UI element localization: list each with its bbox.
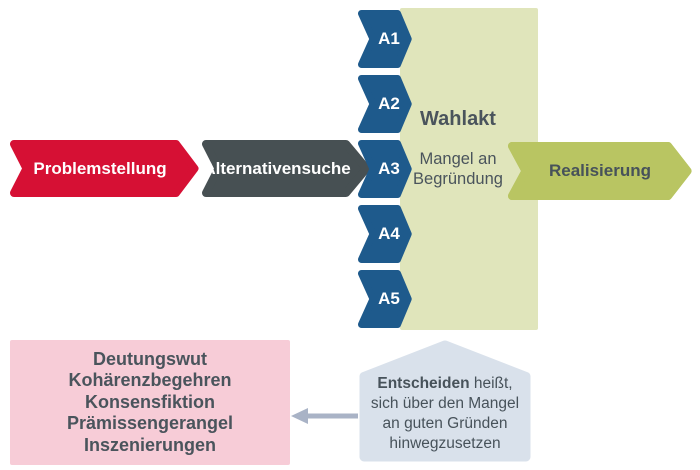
alternative-a1-label: A1 [378, 29, 400, 48]
left-arrowhead-icon [291, 408, 308, 424]
alternative-a2-label: A2 [378, 94, 400, 113]
pathology-item: Deutungswut [93, 348, 207, 369]
chevron-a5-shape [358, 270, 412, 328]
alternative-a5-label: A5 [378, 289, 400, 308]
decision-note-keyword: Entscheiden [377, 375, 470, 392]
decision-note-line1: Entscheiden heißt, [364, 374, 526, 394]
decision-note-lead-rest: heißt, [469, 375, 513, 392]
decision-note-line4: hinwegzusetzen [389, 435, 501, 452]
wahlakt-subtitle: Mangel an Begründung [400, 149, 516, 189]
chevron-a1-shape [358, 10, 412, 68]
pathologies-box [10, 340, 290, 465]
wahlakt-title: Wahlakt [420, 108, 496, 130]
wahlakt-subtitle-line2: Begründung [413, 170, 503, 188]
problemstellung-label: Problemstellung [33, 158, 167, 178]
chevron-a4-shape [358, 205, 412, 263]
chevron-a3-shape [358, 140, 412, 198]
pathology-item: Inszenierungen [83, 434, 217, 455]
alternativensuche-label: Alternativensuche [203, 158, 351, 178]
problemstellung-arrow-shape [10, 140, 199, 197]
alternative-a4-label: A4 [378, 224, 400, 243]
realisierung-arrow-outline [508, 142, 692, 200]
decision-note-text: Entscheiden heißt, sich über den Mangel … [364, 374, 526, 454]
pathology-item: Konsensfiktion [84, 391, 215, 412]
decision-note-callout [359, 340, 531, 462]
pathology-item: Prämissengerangel [66, 413, 234, 434]
decision-note-line2: sich über den Mangel [370, 395, 520, 412]
realisierung-label: Realisierung [548, 161, 652, 180]
pathology-item: Kohärenzbegehren [68, 370, 232, 391]
alternative-a3-label: A3 [378, 159, 400, 178]
pathologies-list: Deutungswut Kohärenzbegehren Konsensfikt… [10, 341, 290, 464]
wahlakt-panel [400, 8, 538, 330]
chevron-a2-shape [358, 75, 412, 133]
decision-note-line3: an guten Gründen [382, 415, 508, 432]
alternativensuche-arrow-shape [202, 140, 371, 197]
wahlakt-subtitle-line1: Mangel an [419, 150, 497, 168]
